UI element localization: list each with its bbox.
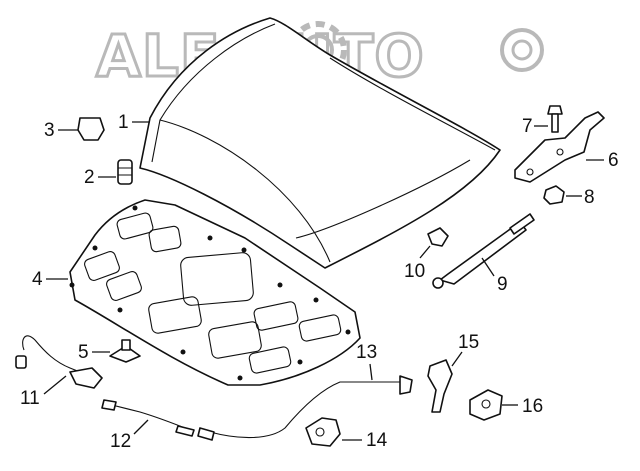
callouts: 1 2 3 4 5 6 7 8 — [20, 112, 619, 452]
hood-switch-harness — [15, 335, 103, 389]
hinge-nut — [543, 185, 565, 205]
insulator-clip — [109, 339, 141, 363]
callout-8: 8 — [566, 187, 595, 208]
callout-number: 10 — [404, 261, 425, 282]
callout-16: 16 — [502, 396, 543, 417]
callout-number: 11 — [20, 388, 40, 409]
callout-14: 14 — [342, 430, 388, 451]
callout-number: 12 — [110, 431, 131, 452]
hood-panel — [139, 17, 501, 269]
wheel-icon — [500, 28, 544, 72]
callout-3: 3 — [44, 120, 78, 141]
callout-2: 2 — [84, 167, 116, 188]
hood-insulator-pad — [69, 199, 361, 386]
callout-7: 7 — [522, 116, 548, 137]
bumper-stop — [117, 159, 133, 185]
callout-number: 2 — [84, 167, 95, 188]
callout-5: 5 — [78, 342, 110, 363]
callout-9: 9 — [481, 257, 508, 295]
release-cable — [101, 399, 195, 437]
release-handle — [427, 359, 453, 413]
hinge-bolt — [547, 105, 563, 133]
hood-latch — [305, 417, 341, 447]
callout-1: 1 — [118, 112, 150, 133]
safety-catch — [469, 389, 503, 421]
callout-number: 1 — [118, 112, 129, 133]
callout-number: 14 — [366, 430, 388, 451]
callout-4: 4 — [32, 269, 68, 290]
callout-number: 13 — [356, 342, 377, 363]
callout-number: 15 — [458, 332, 479, 353]
callout-number: 3 — [44, 120, 55, 141]
callout-number: 8 — [584, 187, 595, 208]
callout-number: 7 — [522, 116, 533, 137]
callout-number: 16 — [522, 396, 543, 417]
ball-stud — [427, 227, 449, 247]
callout-6: 6 — [586, 150, 619, 171]
callout-number: 9 — [497, 274, 508, 295]
callout-11: 11 — [20, 375, 67, 409]
callout-number: 5 — [78, 342, 89, 363]
hood-lift-support — [432, 213, 535, 289]
callout-number: 4 — [32, 269, 43, 290]
hood-hinge — [514, 111, 605, 183]
callout-12: 12 — [110, 419, 149, 452]
release-cable-rear — [197, 375, 413, 441]
callout-number: 6 — [608, 150, 619, 171]
rubber-bumper — [77, 117, 105, 141]
callout-10: 10 — [404, 245, 431, 282]
callout-15: 15 — [451, 332, 479, 367]
callout-13: 13 — [356, 342, 377, 381]
